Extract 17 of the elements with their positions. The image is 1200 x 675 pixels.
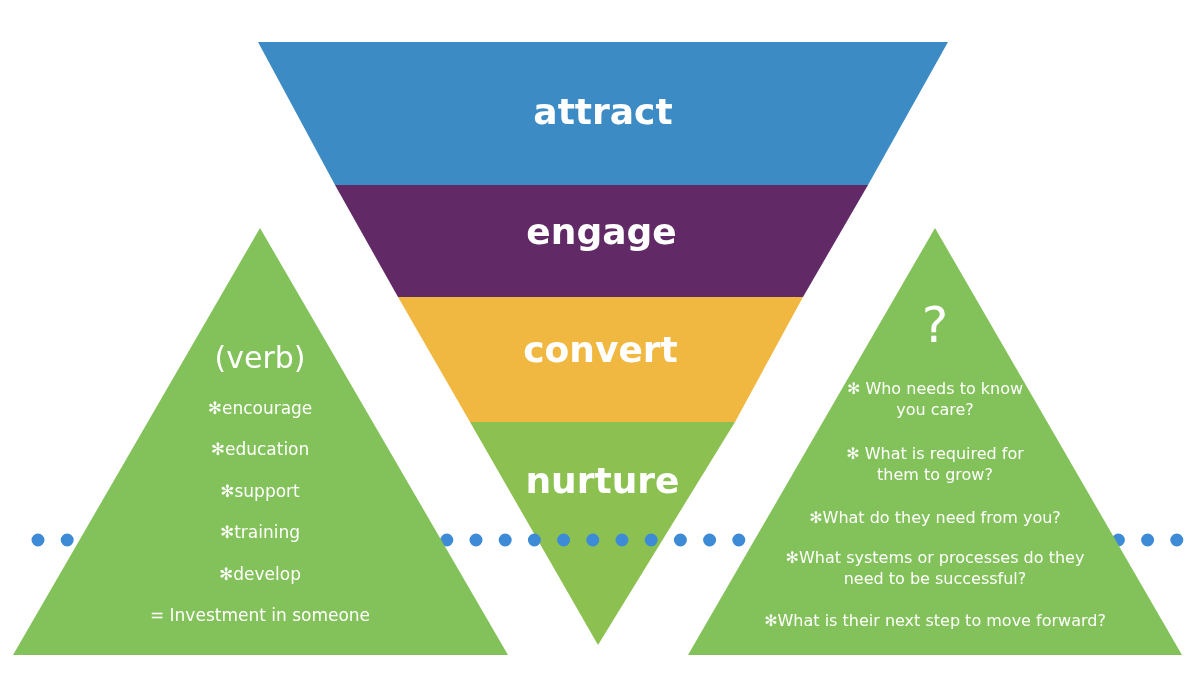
list-item: ✻ Who needs to know you care? (845, 379, 1025, 421)
list-item: ✻ What is required for them to grow? (845, 444, 1025, 486)
stage-label: attract (533, 89, 673, 134)
list-item: ✻education (210, 437, 310, 461)
list-item: ✻What is their next step to move forward? (764, 610, 1106, 632)
stage-label: nurture (525, 458, 680, 503)
stage-label: convert (523, 327, 678, 372)
list-item: = Investment in someone (149, 603, 371, 627)
heading: (verb) (214, 338, 306, 377)
list-item: ✻support (220, 479, 300, 503)
stage-label: engage (526, 209, 677, 254)
heading: ? (921, 294, 949, 356)
list-item: ✻What do they need from you? (809, 507, 1061, 529)
list-item: ✻encourage (207, 396, 313, 420)
list-item: ✻training (219, 520, 301, 544)
list-item: ✻develop (219, 562, 301, 586)
list-item: ✻What systems or processes do they need to be successful? (784, 548, 1086, 590)
